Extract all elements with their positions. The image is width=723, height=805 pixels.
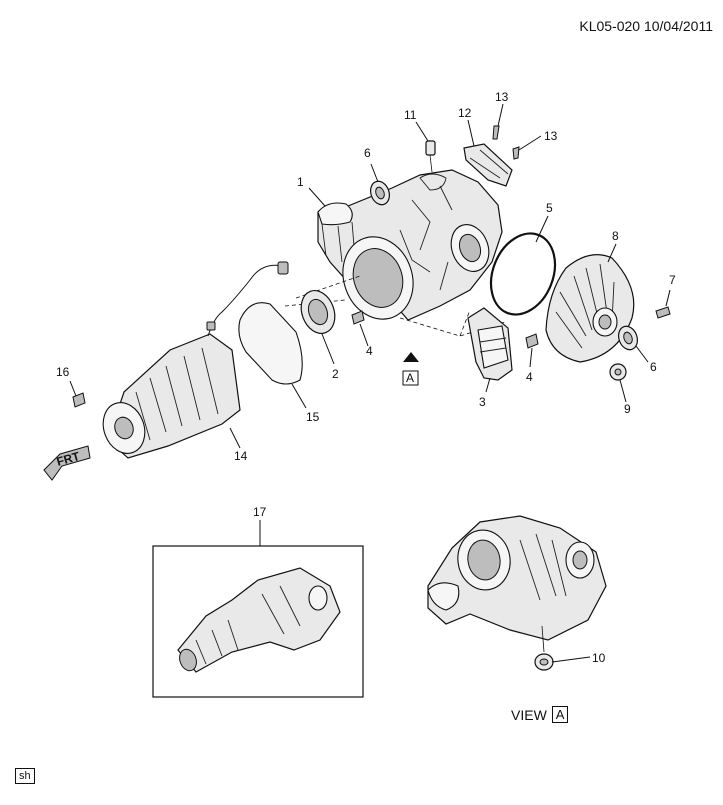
callout-1: 1 (297, 175, 304, 189)
front-arrow (43, 445, 91, 481)
callout-15: 15 (306, 410, 320, 424)
assembly-inset (177, 567, 341, 673)
gasket (238, 302, 303, 385)
view-a-housing (427, 515, 607, 671)
view-a-marker (402, 352, 419, 386)
bolt-7 (655, 306, 671, 319)
callout-3: 3 (479, 395, 486, 409)
seal-rear (617, 325, 639, 351)
coupling-housing (102, 261, 289, 459)
callout-11: 11 (404, 108, 417, 122)
bolt-4-right (525, 333, 539, 349)
bolt-16 (72, 392, 86, 408)
callout-7: 7 (669, 273, 676, 287)
callout-13-top: 13 (495, 90, 509, 104)
callout-14: 14 (234, 449, 248, 463)
front-arrow-label: FRT (55, 449, 82, 469)
drain-plug (609, 363, 627, 381)
callout-17: 17 (253, 505, 267, 519)
callout-16: 16 (56, 365, 70, 379)
view-caption: VIEW A (511, 706, 569, 723)
mount-bushing (467, 307, 513, 381)
mount-bracket (463, 143, 513, 187)
differential-housing (317, 169, 503, 321)
callout-2: 2 (332, 367, 339, 381)
leader-lines (69, 103, 671, 663)
diagram-code: KL05-020 10/04/2011 (579, 18, 713, 34)
callout-9: 9 (624, 402, 631, 416)
callout-4-right: 4 (526, 370, 533, 384)
callout-10: 10 (592, 651, 606, 665)
footer-tag: sh (15, 768, 35, 784)
assembly-inset-box (152, 545, 364, 698)
vent-plug (425, 140, 436, 173)
callout-8: 8 (612, 229, 619, 243)
bolts-13 (492, 125, 520, 160)
callout-labels: 1 2 3 4 4 5 6 6 7 8 9 10 11 12 13 13 14 … (56, 90, 676, 665)
seal-top (369, 180, 391, 206)
callout-13-right: 13 (544, 129, 558, 143)
seal-ring-2 (300, 290, 336, 334)
callout-12: 12 (458, 106, 472, 120)
callout-6-rear: 6 (650, 360, 657, 374)
rear-cover (545, 254, 635, 363)
callout-6-top: 6 (364, 146, 371, 160)
callout-4-left: 4 (366, 344, 373, 358)
view-caption-text: VIEW (511, 706, 547, 723)
view-caption-letter: A (551, 706, 569, 723)
callout-5: 5 (546, 201, 553, 215)
view-a-letter: A (406, 371, 414, 385)
bolt-4-left (351, 310, 365, 325)
